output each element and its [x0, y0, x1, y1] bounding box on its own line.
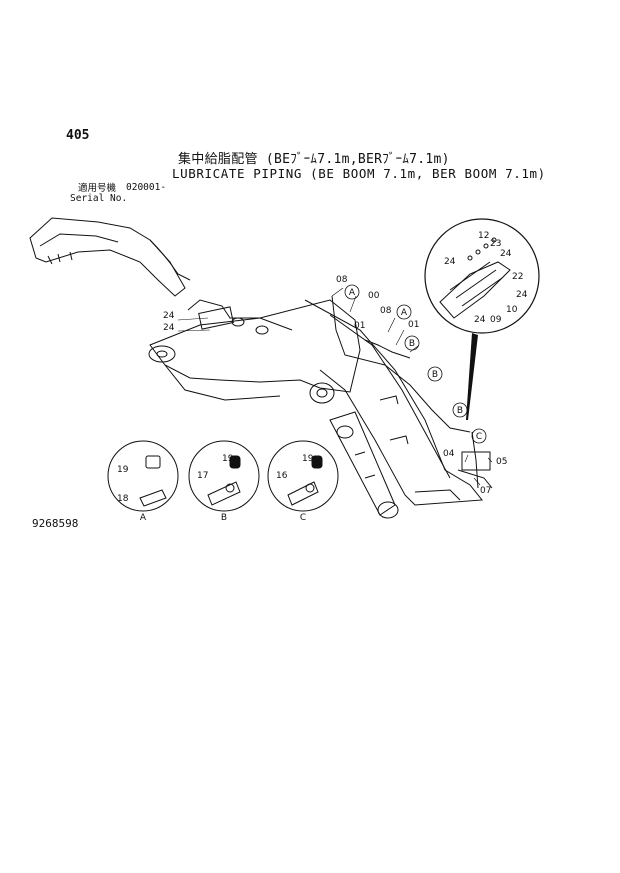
inset-part-number: 12 [478, 231, 489, 241]
detail-label: C [300, 513, 306, 523]
title-japanese: 集中給脂配管 (BEﾌﾞｰﾑ7.1m,BERﾌﾞｰﾑ7.1m) [178, 152, 450, 167]
inset-part-number: 09 [490, 315, 502, 325]
detail-part-number: 18 [117, 494, 129, 504]
title-english: LUBRICATE PIPING (BE BOOM 7.1m, BER BOOM… [172, 166, 546, 181]
inset-part-number: 24 [474, 315, 486, 325]
detail-label: A [140, 513, 147, 523]
callout-letter: B [432, 370, 438, 380]
part-number: 07 [480, 486, 491, 496]
part-number: 08 [380, 306, 392, 316]
callout-letter: B [457, 406, 463, 416]
inset-part-number: 24 [516, 290, 528, 300]
part-number: 00 [368, 291, 380, 301]
inset-detail [424, 218, 540, 420]
detail-part-number: 19 [302, 454, 314, 464]
detail-label: B [221, 513, 227, 523]
callout-letter: A [349, 288, 356, 298]
part-number: 04 [443, 449, 455, 459]
detail-part-number: 17 [197, 471, 208, 481]
serial-label-japanese: 適用号機 [78, 183, 117, 194]
detail-part-number: 19 [222, 454, 234, 464]
callout-letter: C [476, 432, 482, 442]
inset-part-number: 23 [490, 239, 501, 249]
part-number: 01 [408, 320, 419, 330]
part-number: 01 [354, 321, 365, 331]
inset-part-number: 24 [500, 249, 512, 259]
drawing-number: 9268598 [32, 517, 79, 530]
part-number: 05 [496, 457, 507, 467]
boom-and-arm-drawing [29, 217, 493, 519]
inset-part-number: 24 [444, 257, 456, 267]
serial-label-english: Serial No. [70, 193, 128, 204]
detail-part-number: 19 [117, 465, 129, 475]
callout-letter: B [409, 339, 415, 349]
callout-letter: A [401, 308, 408, 318]
part-number: 08 [336, 275, 348, 285]
part-number: 24 [163, 323, 175, 333]
detail-part-number: 16 [276, 471, 288, 481]
serial-code: 020001- [126, 182, 167, 193]
inset-part-number: 10 [506, 305, 518, 315]
page-number: 405 [66, 128, 90, 143]
part-number: 24 [163, 311, 175, 321]
inset-part-number: 22 [512, 272, 523, 282]
detail-views [107, 440, 339, 512]
